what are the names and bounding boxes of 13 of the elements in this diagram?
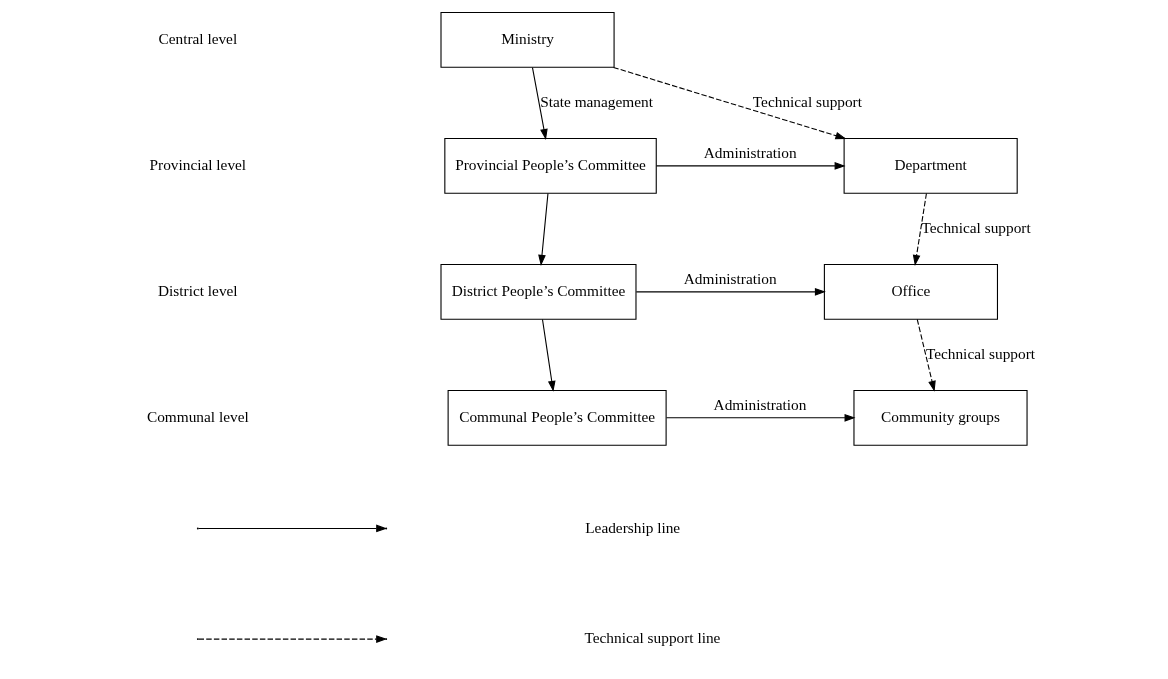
legend-label: Technical support line bbox=[583, 629, 720, 647]
label: Provincial level bbox=[149, 155, 246, 173]
label: District level bbox=[157, 281, 238, 299]
edge-label: Technical support bbox=[925, 344, 1035, 362]
label: Communal level bbox=[146, 407, 249, 425]
edge-label: State management bbox=[539, 92, 653, 110]
edge-label: Administration bbox=[703, 144, 797, 162]
edge-label: Administration bbox=[713, 396, 806, 414]
edge-label: Technical support bbox=[752, 92, 862, 110]
edge-label: Administration bbox=[683, 270, 777, 288]
legend-label: Leadership line bbox=[584, 518, 680, 536]
label: Central level bbox=[157, 29, 237, 47]
edge-label: Technical support bbox=[921, 218, 1031, 236]
